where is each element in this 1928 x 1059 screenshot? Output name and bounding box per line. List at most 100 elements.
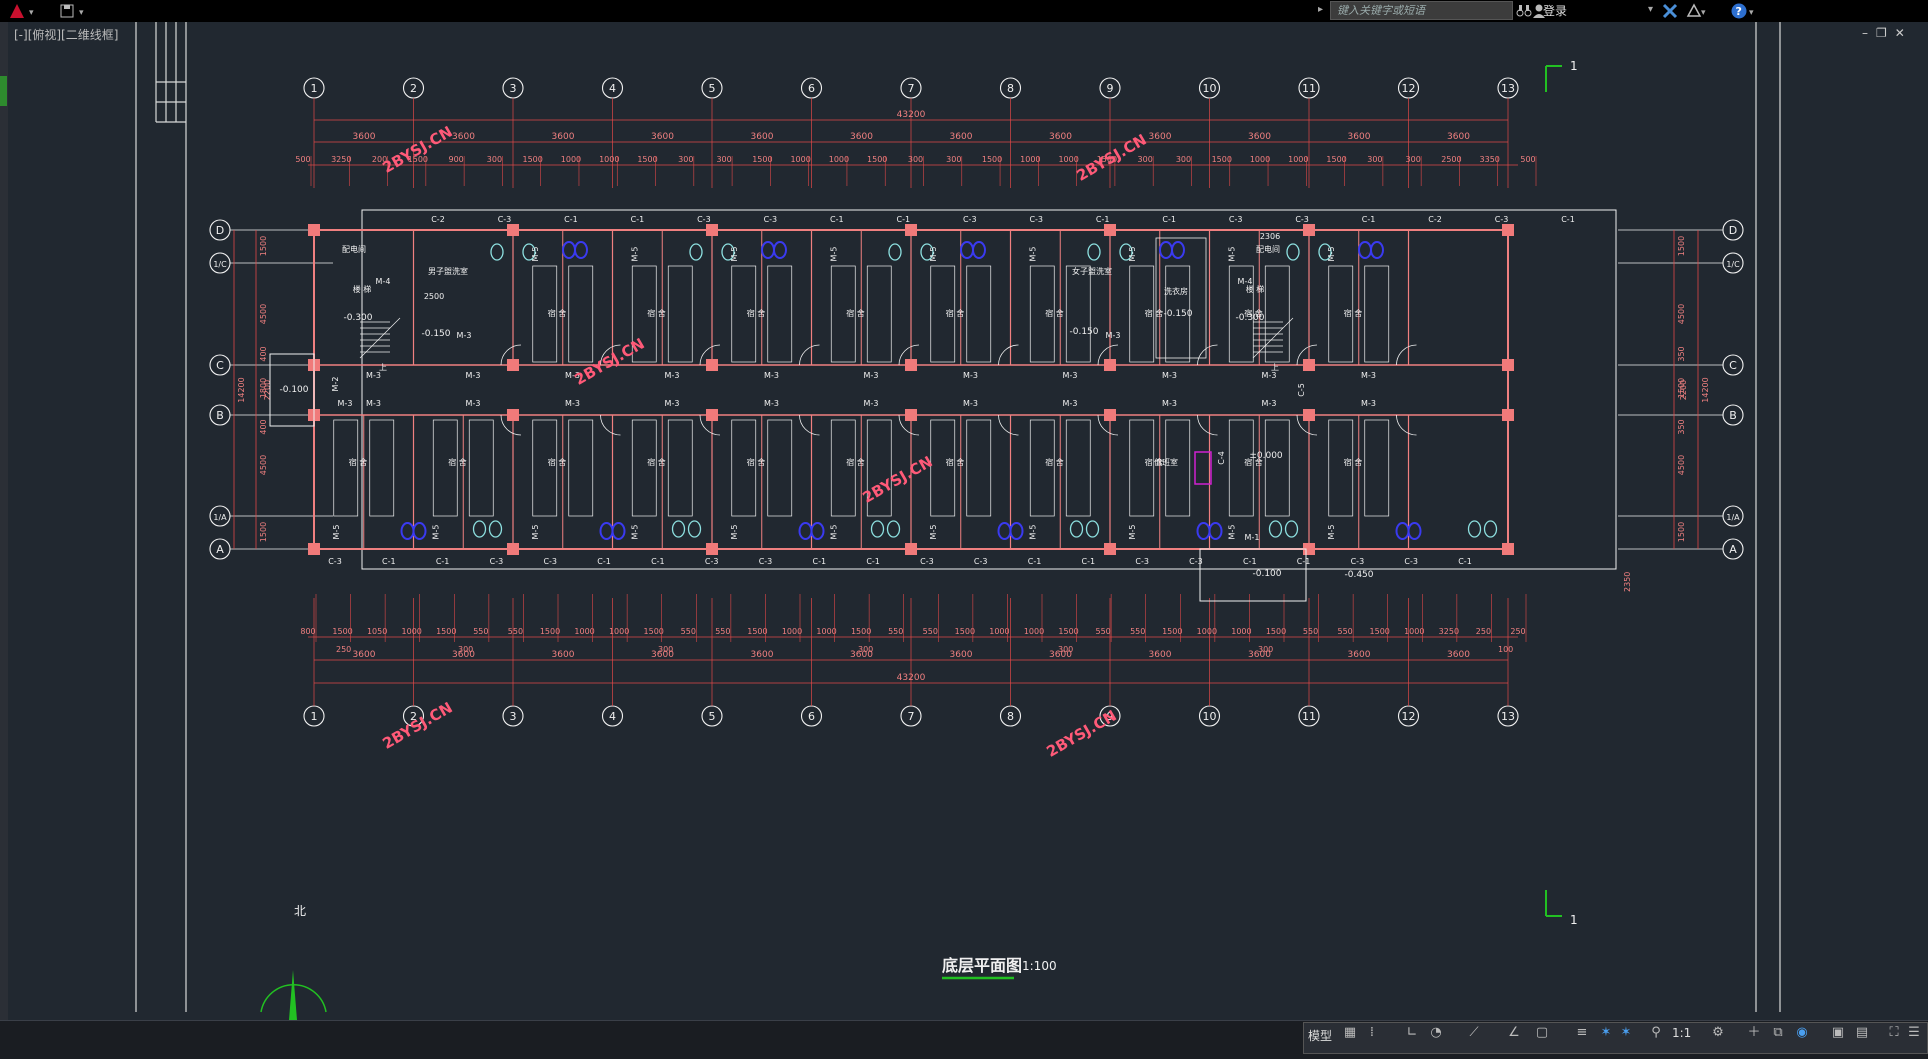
annotation-icon[interactable]: ✶: [1600, 1025, 1612, 1040]
grid-icon[interactable]: ▦: [1343, 1025, 1357, 1040]
binoculars-icon[interactable]: [1516, 3, 1532, 19]
search-input[interactable]: 键入关键字或短语: [1330, 1, 1513, 20]
door-swing: [898, 344, 920, 366]
stair-cut-line: [1252, 317, 1294, 359]
annotation-scale-icon[interactable]: ⚲: [1651, 1025, 1661, 1040]
room-label: 值班室: [1154, 457, 1178, 467]
dimension-text: 1000: [609, 627, 629, 636]
dimension-text: 250: [1476, 627, 1491, 636]
snap-icon[interactable]: ⁞: [1369, 1025, 1375, 1040]
structural-column: [1303, 409, 1315, 421]
bed-outline: [966, 265, 992, 363]
toilet-fixture: [886, 520, 901, 538]
restore-icon[interactable]: ❐: [1876, 26, 1895, 40]
lineweight-icon[interactable]: ≡: [1576, 1025, 1588, 1040]
minimize-icon[interactable]: –: [1862, 26, 1876, 40]
hardware-accel-icon[interactable]: ◉: [1796, 1025, 1808, 1040]
axis-label: 10: [1203, 82, 1217, 95]
door-swing: [998, 414, 1019, 436]
dimension-text: 14200: [1701, 377, 1710, 402]
plus-icon[interactable]: ＋: [1747, 1025, 1761, 1040]
door-label: M-5: [730, 525, 739, 540]
door-label: M-5: [730, 247, 739, 262]
properties-icon[interactable]: ▤: [1855, 1025, 1869, 1040]
clean-screen-icon[interactable]: ▣: [1831, 1025, 1845, 1040]
app-menu-button[interactable]: ▾: [6, 2, 38, 20]
dimension-text: 3600: [950, 650, 973, 660]
quick-access-button[interactable]: ▾: [58, 2, 90, 20]
level-mark: -0.450: [1344, 570, 1373, 580]
dimension-text: 300: [1258, 645, 1273, 654]
customize-menu-icon[interactable]: ☰: [1908, 1025, 1920, 1040]
door-swing: [1197, 414, 1218, 436]
workspace-gear-icon[interactable]: ⚙: [1712, 1025, 1724, 1040]
toilet-fixture: [888, 243, 902, 261]
room-label: 宿 舍: [1145, 308, 1164, 318]
dimension-text: 3600: [1447, 132, 1470, 142]
door-label: M-4: [376, 277, 391, 286]
axis-label: 6: [808, 82, 815, 95]
window-label: C-1: [830, 215, 844, 224]
ortho-icon[interactable]: ∟: [1406, 1025, 1418, 1040]
dimension-text: 1500: [867, 155, 887, 164]
door-label: M-3: [764, 371, 779, 380]
level-mark: -0.300: [343, 313, 372, 323]
basin-fixture: [1407, 522, 1422, 540]
room-label: 宿 舍: [1344, 308, 1363, 318]
dimension-text: 300: [1367, 155, 1382, 164]
connect-icon[interactable]: ▾: [1686, 3, 1708, 19]
dimension-text: 300: [1406, 155, 1421, 164]
window-label: C-5: [1297, 383, 1306, 397]
bed-outline: [966, 419, 992, 517]
help-icon[interactable]: ?▾: [1730, 2, 1756, 20]
axis-label: D: [1729, 224, 1737, 237]
login-button[interactable]: 登录: [1543, 4, 1568, 18]
otrack-icon[interactable]: ∠: [1508, 1025, 1520, 1040]
axis-label: 8: [1007, 82, 1014, 95]
dimension-text: 1500: [955, 627, 975, 636]
door-label: M-1: [1245, 533, 1260, 542]
structural-column: [507, 224, 519, 236]
dimension-text: 1000: [1058, 155, 1078, 164]
model-space-button[interactable]: 模型: [1308, 1029, 1333, 1043]
dimension-text: 1500: [637, 155, 657, 164]
dimension-text: 300: [458, 645, 473, 654]
door-label: M-3: [764, 399, 779, 408]
close-icon[interactable]: ✕: [1894, 26, 1913, 40]
svg-text:?: ?: [1736, 5, 1742, 18]
status-bar: [0, 1020, 1928, 1059]
isolate-icon[interactable]: ⧉: [1773, 1025, 1783, 1040]
polar-icon[interactable]: ◔: [1430, 1025, 1442, 1040]
exchange-icon[interactable]: [1662, 3, 1678, 19]
bed-outline: [1264, 265, 1290, 363]
dimension-text: 1000: [1197, 627, 1217, 636]
fullscreen-icon[interactable]: ⛶: [1889, 1025, 1899, 1040]
axis-label: 5: [709, 82, 716, 95]
window-label: C-1: [866, 557, 880, 566]
axis-label: 1/A: [213, 513, 227, 522]
bed-outline: [1029, 265, 1055, 363]
dimension-text: 300: [908, 155, 923, 164]
login-dropdown-icon[interactable]: ▾: [1648, 4, 1654, 15]
annotation-scale-value[interactable]: 1:1: [1672, 1026, 1692, 1040]
toilet-fixture: [671, 520, 686, 538]
toilet-fixture: [1284, 520, 1299, 538]
viewport-label[interactable]: [-][俯视][二维线框]: [14, 28, 119, 42]
stair-cut-line: [359, 317, 401, 359]
document-window-controls[interactable]: –❐✕: [1862, 26, 1913, 40]
select-icon[interactable]: ▢: [1535, 1025, 1549, 1040]
osnap-icon[interactable]: ⟋: [1469, 1025, 1479, 1040]
annotation-visibility-icon[interactable]: ✶: [1620, 1025, 1632, 1040]
room-label: 宿 舍: [647, 457, 666, 467]
dimension-text: 1500: [259, 236, 268, 256]
watermark-text: 2BYSJ.CN: [379, 122, 455, 176]
axis-label: 11: [1302, 710, 1316, 723]
left-green-tab[interactable]: [0, 76, 7, 106]
door-label: M-3: [466, 399, 481, 408]
bed-outline: [1129, 419, 1155, 517]
bed-outline: [1165, 265, 1191, 363]
search-expand-icon[interactable]: ▸: [1318, 4, 1324, 15]
axis-label: 11: [1302, 82, 1316, 95]
dimension-text: 1500: [1058, 627, 1078, 636]
